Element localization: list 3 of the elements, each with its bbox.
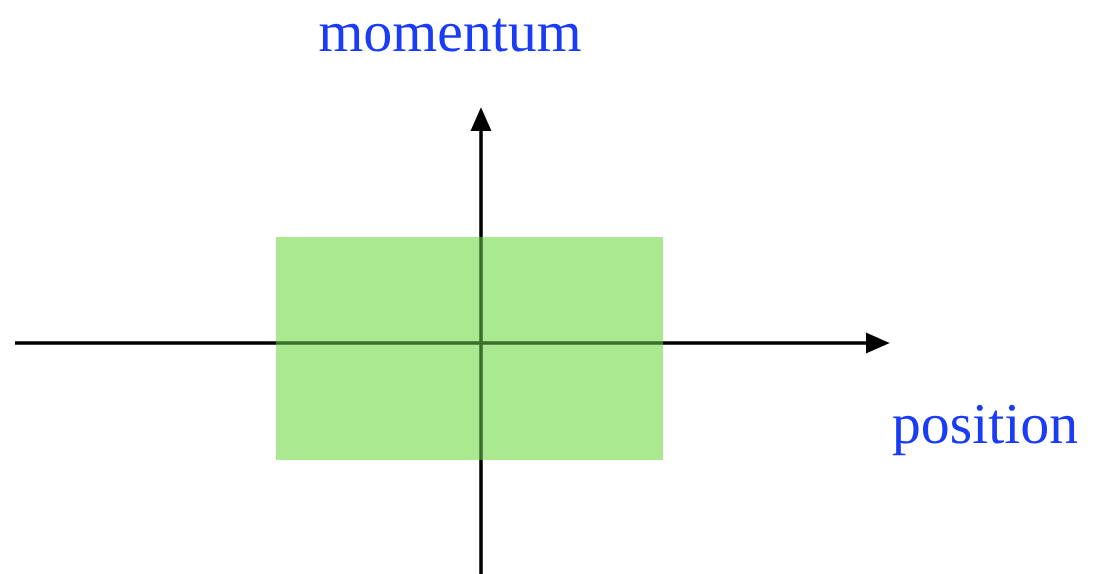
axis-label: momentum (319, 18, 581, 52)
axis-label: position (892, 404, 1078, 456)
shaded-rectangle (276, 237, 663, 460)
